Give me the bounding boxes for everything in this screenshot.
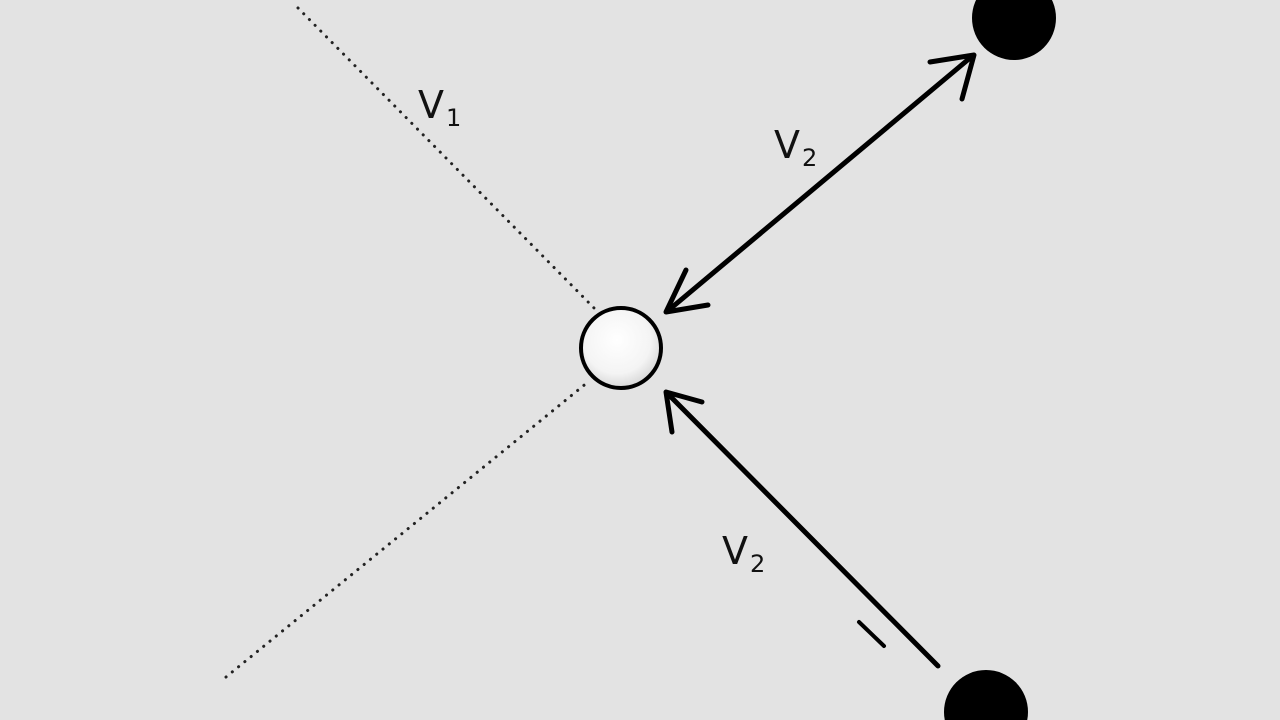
label-v2-top-main: V <box>774 123 800 167</box>
label-v2-bottom: V2 <box>722 532 765 576</box>
label-v1-sub: 1 <box>446 104 462 132</box>
label-v2-bottom-sub: 2 <box>750 550 766 578</box>
top-black-particle <box>972 0 1056 60</box>
dotted-line-upper <box>296 6 598 312</box>
double-arrow-top <box>663 52 977 315</box>
tick-mark <box>857 620 886 648</box>
center-white-particle <box>579 306 663 390</box>
label-v2-bottom-main: V <box>722 529 748 573</box>
arrow-bottom <box>663 389 941 669</box>
bottom-black-particle <box>944 670 1028 720</box>
dotted-line-lower <box>224 380 590 679</box>
label-v1-main: V <box>418 83 444 127</box>
label-v2-top: V2 <box>774 126 817 170</box>
label-v2-top-sub: 2 <box>802 144 818 172</box>
label-v1: V1 <box>418 86 461 130</box>
